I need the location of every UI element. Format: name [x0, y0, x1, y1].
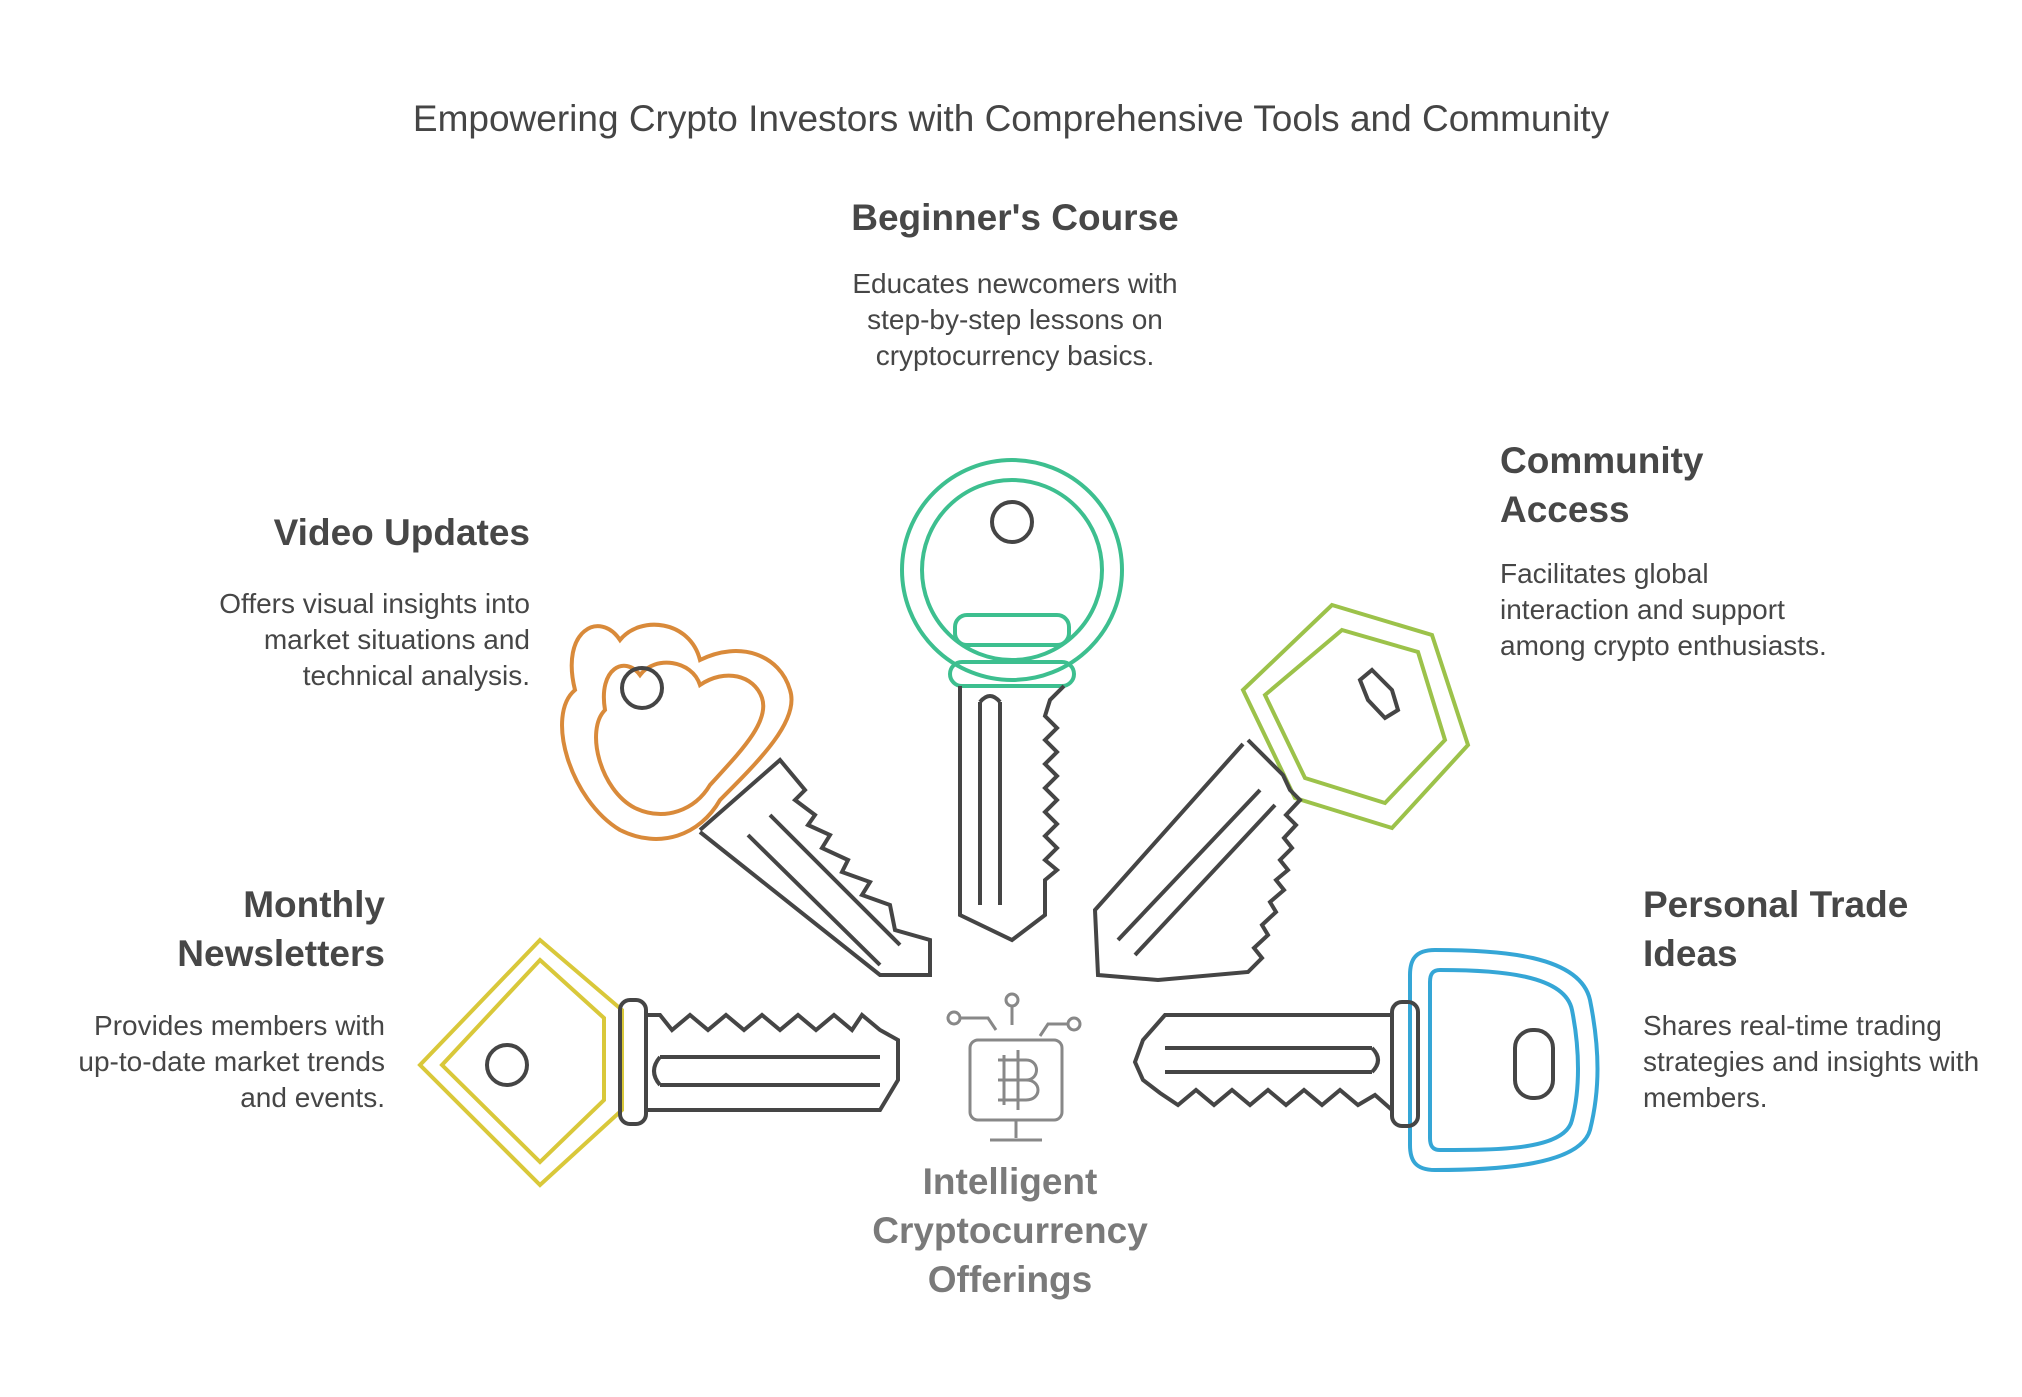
key-community-access	[1092, 602, 1471, 983]
key-blade-right-upper	[1092, 738, 1303, 983]
beginners-course-description: Educates newcomers with step-by-step les…	[852, 268, 1178, 371]
key-video-updates	[560, 622, 932, 977]
key-head-green	[900, 458, 1124, 688]
key-blade-center	[958, 684, 1066, 943]
key-head-orange	[560, 622, 794, 841]
key-blade-left-upper	[698, 757, 932, 977]
key-beginners-course	[900, 458, 1124, 943]
beginners-course-heading: Beginner's Course	[851, 197, 1179, 238]
bitcoin-monitor-icon	[946, 992, 1082, 1142]
monthly-newsletters-heading: Monthly Newsletters	[177, 884, 385, 974]
key-blade-left-lower	[618, 998, 900, 1126]
key-head-yellow	[417, 937, 624, 1188]
personal-trade-ideas-heading: Personal Trade Ideas	[1643, 884, 1909, 974]
key-blade-right-lower	[1132, 1000, 1420, 1128]
center-label: Intelligent Cryptocurrency Offerings	[872, 1161, 1148, 1300]
personal-trade-ideas-description: Shares real-time trading strategies and …	[1643, 1010, 1980, 1113]
diagram-title: Empowering Crypto Investors with Compreh…	[412, 98, 1610, 139]
key-monthly-newsletters	[417, 937, 900, 1188]
key-personal-trade-ideas	[1132, 947, 1600, 1173]
community-access-description: Facilitates global interaction and suppo…	[1500, 558, 1827, 661]
community-access-heading: Community Access	[1500, 440, 1704, 530]
monthly-newsletters-description: Provides members with up-to-date market …	[78, 1010, 385, 1113]
video-updates-description: Offers visual insights into market situa…	[219, 588, 530, 691]
key-head-blue	[1408, 947, 1600, 1173]
key-head-lime	[1240, 602, 1471, 831]
video-updates-heading: Video Updates	[273, 512, 530, 553]
